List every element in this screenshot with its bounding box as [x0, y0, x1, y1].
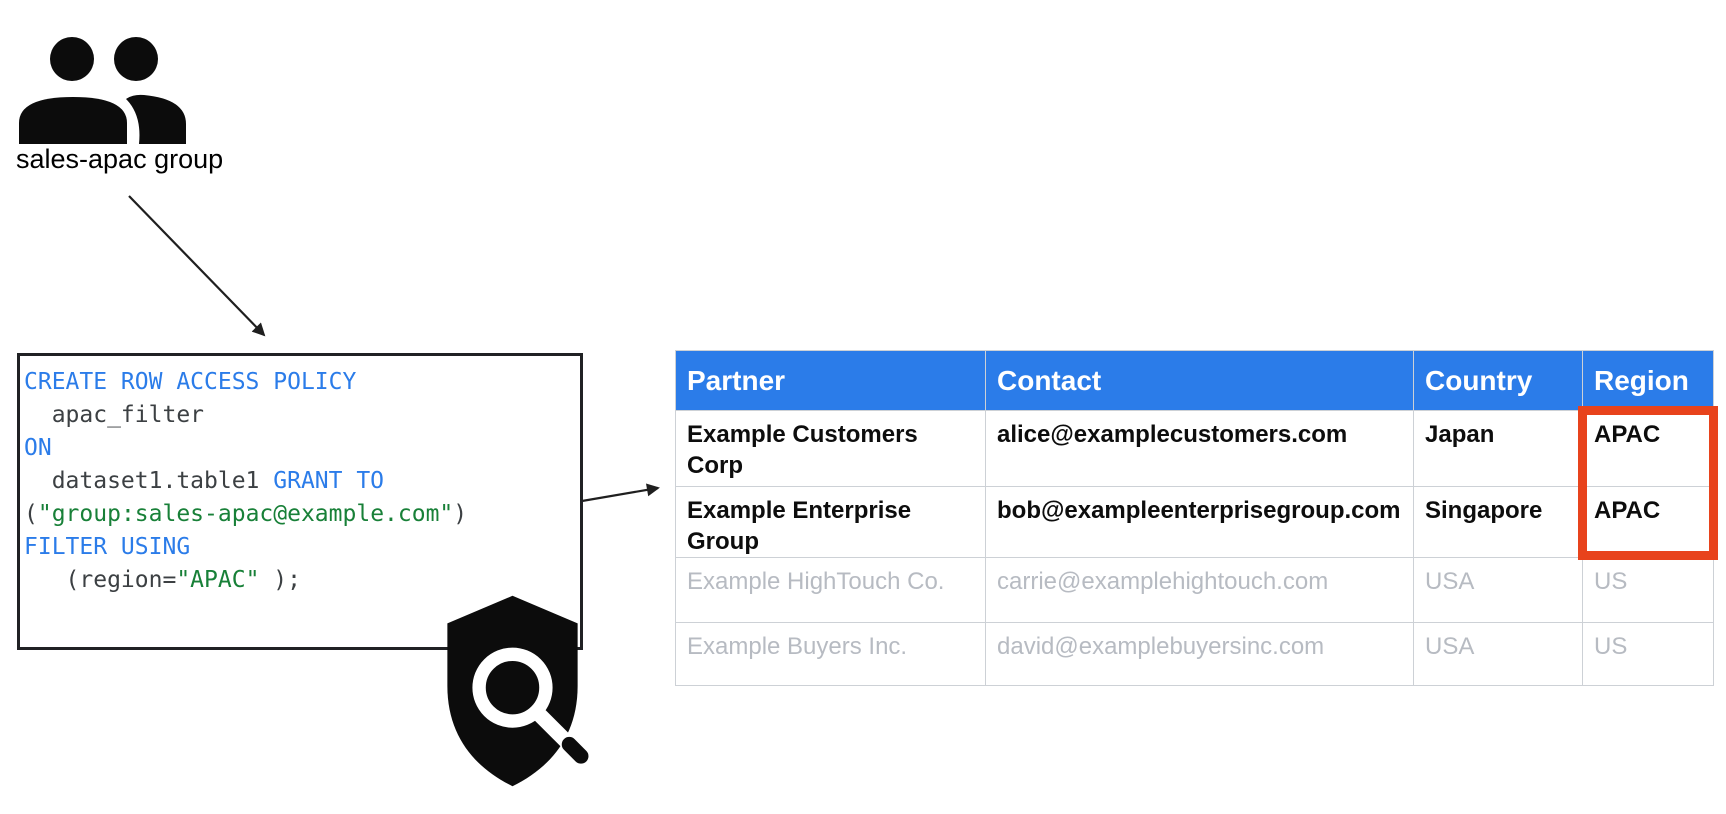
code-token: ): [453, 501, 468, 527]
code-line: ("group:sales-apac@example.com"): [24, 498, 580, 531]
table-cell: APAC: [1582, 410, 1714, 487]
code-token: "APAC": [176, 567, 260, 593]
table-cell: alice@examplecustomers.com: [985, 410, 1414, 487]
arrow-policy-to-table: [581, 483, 660, 503]
code-token: "group:sales-apac@example.com": [37, 501, 454, 527]
column-header: Country: [1413, 350, 1583, 411]
code-token: );: [259, 567, 301, 593]
group-label: sales-apac group: [16, 144, 224, 174]
code-line: ON: [24, 432, 580, 465]
table-cell: david@examplebuyersinc.com: [985, 622, 1414, 686]
group-icon-back-head: [114, 37, 158, 81]
group-icon: [19, 37, 186, 144]
table-cell: US: [1582, 557, 1714, 623]
table-cell: Example Customers Corp: [675, 410, 986, 487]
code-token: (: [24, 501, 38, 527]
code-token: FILTER USING: [24, 534, 191, 560]
table-cell: APAC: [1582, 486, 1714, 558]
table-cell: USA: [1413, 622, 1583, 686]
magnifier-lens: [472, 647, 553, 728]
code-token: (region=: [24, 567, 177, 593]
region-highlight-box: [1578, 406, 1718, 560]
magnifier-handle-tip: [561, 736, 589, 764]
code-line: dataset1.table1 GRANT TO: [24, 465, 580, 498]
arrow-group-to-policy: [128, 195, 266, 337]
column-header: Partner: [675, 350, 986, 411]
code-token: ON: [24, 435, 52, 461]
table-cell: Japan: [1413, 410, 1583, 487]
code-token: apac_filter: [24, 402, 205, 428]
code-line: apac_filter: [24, 399, 580, 432]
table-cell: US: [1582, 622, 1714, 686]
code-token: GRANT TO: [273, 468, 385, 494]
group-icon-back-body: [126, 94, 186, 144]
table-cell: Example HighTouch Co.: [675, 557, 986, 623]
table-cell: Example Enterprise Group: [675, 486, 986, 558]
shield-shape: [447, 595, 578, 787]
code-token: CREATE ROW ACCESS POLICY: [24, 369, 357, 395]
shield-search-icon: [447, 595, 589, 787]
code-line: FILTER USING: [24, 531, 580, 564]
table-cell: USA: [1413, 557, 1583, 623]
code-line: CREATE ROW ACCESS POLICY: [24, 366, 580, 399]
column-header: Contact: [985, 350, 1414, 411]
table-row: Example HighTouch Co.carrie@examplehight…: [675, 557, 1714, 623]
table-cell: bob@exampleenterprisegroup.com: [985, 486, 1414, 558]
code-token: dataset1.table1: [24, 468, 274, 494]
table-cell: Example Buyers Inc.: [675, 622, 986, 686]
group-icon-front-head: [50, 37, 94, 81]
column-header: Region: [1582, 350, 1714, 411]
table-cell: carrie@examplehightouch.com: [985, 557, 1414, 623]
table-row: Example Buyers Inc.david@examplebuyersin…: [675, 622, 1714, 686]
group-icon-front-body: [19, 97, 127, 144]
code-line: (region="APAC" );: [24, 564, 580, 597]
table-cell: Singapore: [1413, 486, 1583, 558]
